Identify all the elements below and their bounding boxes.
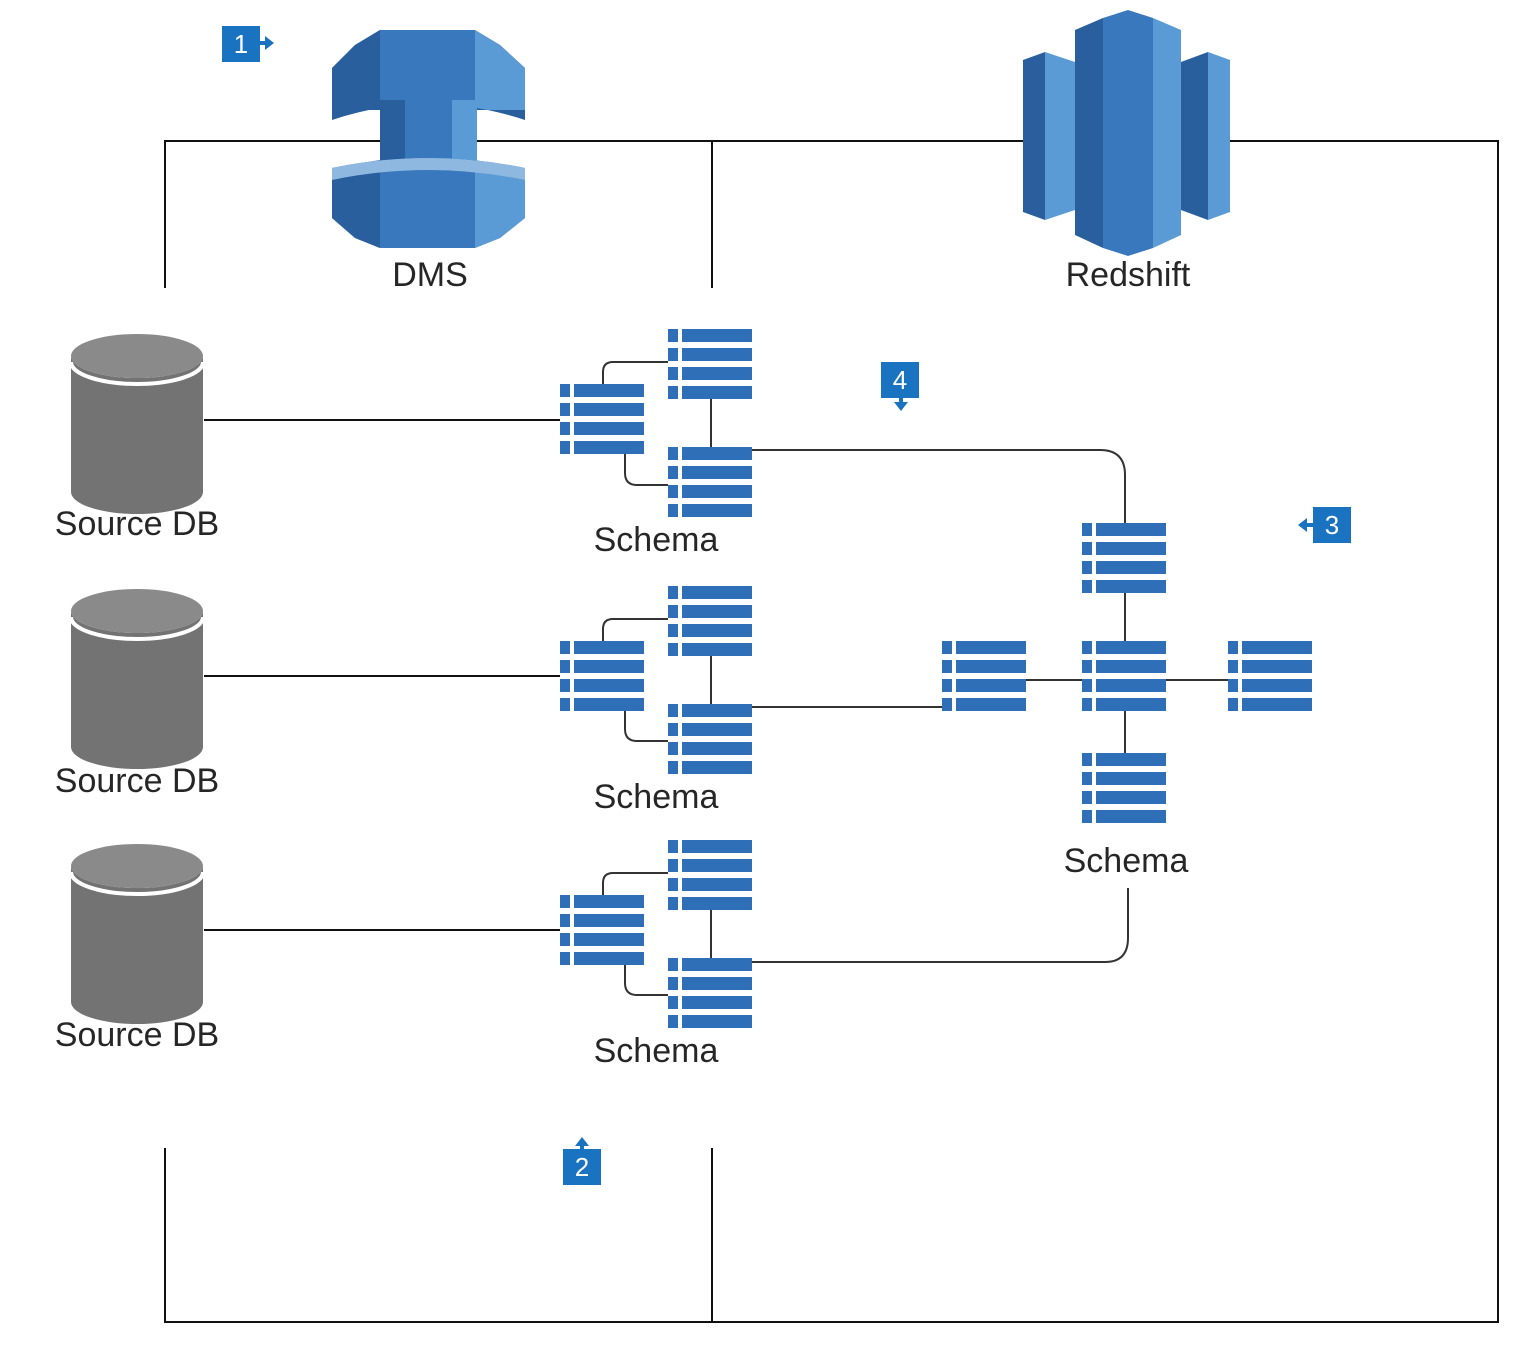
step-badge-1: 1 bbox=[222, 26, 260, 62]
source-db-icon bbox=[69, 332, 205, 516]
schema-2-tables bbox=[560, 586, 752, 774]
schema-1-tables bbox=[560, 329, 752, 517]
schema-connectors bbox=[602, 361, 712, 996]
schema-label: Schema bbox=[593, 521, 719, 559]
source-db-icon bbox=[69, 587, 205, 771]
source-db-icon bbox=[69, 842, 205, 1026]
source-db-label: Source DB bbox=[54, 762, 220, 800]
step-badge-4: 4 bbox=[881, 362, 919, 398]
source-connectors bbox=[204, 419, 560, 931]
redshift-icon bbox=[1023, 10, 1230, 256]
schema-label: Schema bbox=[593, 1032, 719, 1070]
schema-3-tables bbox=[560, 840, 752, 1028]
dms-icon bbox=[332, 30, 525, 248]
schema-label: Schema bbox=[593, 778, 719, 816]
redshift-label: Redshift bbox=[1065, 256, 1191, 294]
redshift-connectors bbox=[752, 449, 1228, 963]
source-db-label: Source DB bbox=[54, 505, 220, 543]
dms-label: DMS bbox=[392, 256, 468, 294]
schema-label: Schema bbox=[1063, 842, 1189, 880]
redshift-schema-tables bbox=[942, 523, 1312, 823]
step-badge-3: 3 bbox=[1313, 507, 1351, 543]
source-db-label: Source DB bbox=[54, 1016, 220, 1054]
frame-lines bbox=[164, 140, 1499, 1323]
step-badge-2: 2 bbox=[563, 1149, 601, 1185]
